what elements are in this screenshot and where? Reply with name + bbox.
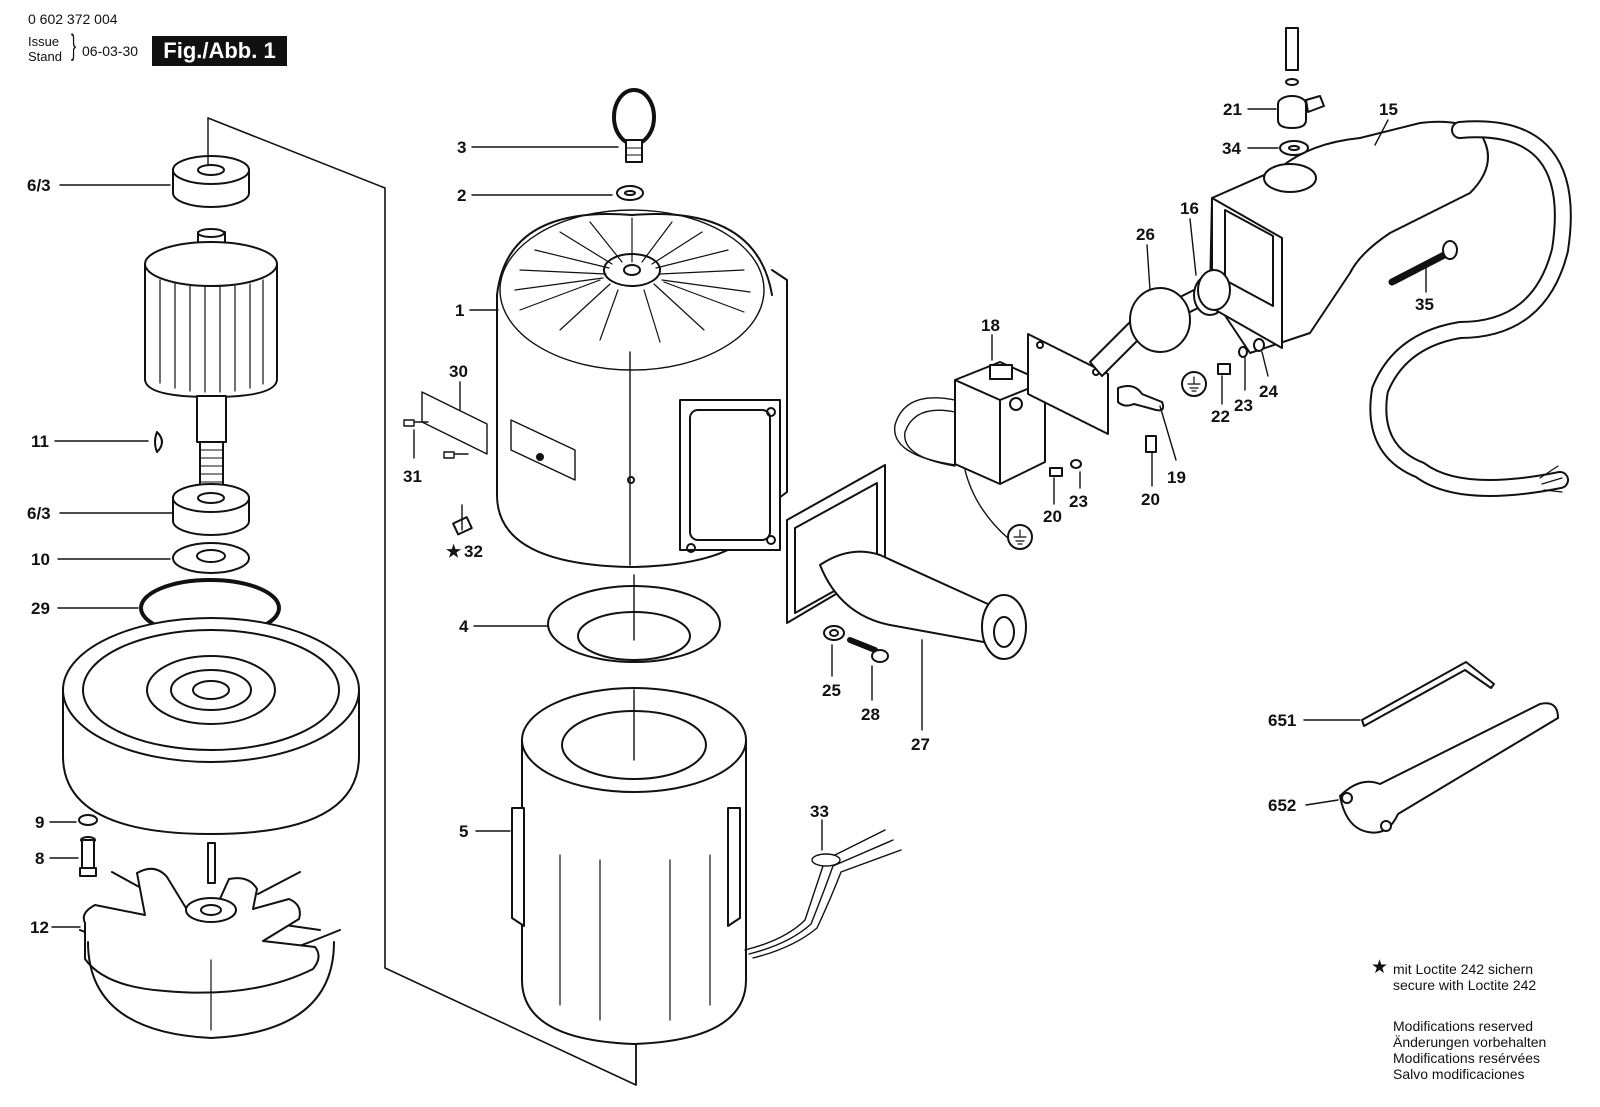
washer-10 — [172, 542, 250, 574]
callout-labels: 6/3 11 6/3 10 29 9 8 12 3 2 1 30 31 ★ 32… — [27, 100, 1434, 937]
washer-34 — [1279, 140, 1309, 156]
modifications-note-fr: Modifications resérvées — [1393, 1050, 1541, 1066]
document-number: 0 602 372 004 — [28, 11, 118, 27]
callout-29: 29 — [31, 599, 50, 618]
callout-25: 25 — [822, 681, 841, 700]
switch-18 — [894, 361, 1046, 541]
pin-spanner-652 — [1339, 702, 1559, 834]
modifications-note-es: Salvo modificaciones — [1393, 1066, 1525, 1082]
issue-label-en: Issue — [28, 34, 60, 49]
allen-key-651 — [1361, 661, 1495, 727]
callout-1: 1 — [455, 301, 464, 320]
motor-housing — [496, 209, 788, 568]
callout-11: 11 — [31, 432, 49, 451]
callout-16: 16 — [1180, 199, 1199, 218]
screw-28 — [847, 637, 889, 663]
screw-8 — [79, 836, 97, 877]
callout-24: 24 — [1259, 382, 1278, 401]
callout-20-a: 20 — [1043, 507, 1062, 526]
screw-22 — [1217, 363, 1231, 375]
cable-clamp-19 — [1117, 385, 1165, 412]
callout-651: 651 — [1268, 711, 1296, 730]
leads-33 — [744, 829, 902, 959]
callout-22: 22 — [1211, 407, 1230, 426]
loctite-note-en: secure with Loctite 242 — [1393, 977, 1537, 993]
brace-glyph: } — [71, 29, 77, 62]
washer-16 — [1197, 269, 1231, 311]
bearing-bottom — [172, 483, 250, 536]
rivets-31 — [403, 419, 469, 459]
callout-5: 5 — [459, 822, 468, 841]
figure-label: Fig./Abb. 1 — [152, 36, 287, 66]
callout-35: 35 — [1415, 295, 1434, 314]
callout-9: 9 — [35, 813, 44, 832]
star-symbol: ★ — [1371, 957, 1389, 978]
screw-20-a — [1049, 467, 1063, 477]
issue-label-de: Stand — [28, 49, 62, 64]
callout-21: 21 — [1223, 100, 1242, 119]
modifications-note-en: Modifications reserved — [1393, 1018, 1534, 1034]
callout-32: 32 — [464, 542, 483, 561]
callout-12: 12 — [30, 918, 49, 937]
issue-date: 06-03-30 — [82, 43, 139, 59]
callout-23-a: 23 — [1069, 492, 1088, 511]
washer-24 — [1253, 338, 1265, 352]
callout-30: 30 — [449, 362, 468, 381]
washer-25 — [823, 625, 845, 641]
screw-35 — [1388, 240, 1458, 286]
label-plate-30 — [421, 391, 488, 455]
washer-23-b — [1238, 346, 1248, 358]
armature — [144, 228, 278, 489]
main-handle-15 — [1209, 120, 1572, 497]
end-shield — [62, 617, 360, 835]
callout-28: 28 — [861, 705, 880, 724]
loctite-note-de: mit Loctite 242 sichern — [1393, 961, 1534, 977]
loctite-note: mit Loctite 242 sichern secure with Loct… — [1393, 961, 1536, 993]
knob-21 — [1277, 95, 1325, 129]
callout-26: 26 — [1136, 225, 1155, 244]
callout-34: 34 — [1222, 139, 1241, 158]
modifications-note: Modifications reserved Änderungen vorbeh… — [1393, 1018, 1546, 1082]
side-handle-27 — [786, 464, 1027, 660]
callout-18: 18 — [981, 316, 1000, 335]
callout-15: 15 — [1379, 100, 1398, 119]
modifications-note-de: Änderungen vorbehalten — [1393, 1034, 1547, 1050]
callout-3: 3 — [457, 138, 466, 157]
callout-4: 4 — [459, 617, 469, 636]
key — [154, 431, 163, 453]
callout-31: 31 — [403, 467, 422, 486]
eye-bolt-3 — [612, 88, 656, 163]
callout-19: 19 — [1167, 468, 1186, 487]
screw-top — [1285, 27, 1299, 86]
dust-cap-4 — [547, 574, 721, 663]
callout-652: 652 — [1268, 796, 1296, 815]
leader-lines — [49, 108, 1427, 928]
callout-6-3-top: 6/3 — [27, 176, 51, 195]
screw-20-b — [1145, 435, 1157, 453]
ground-symbol-2 — [1181, 371, 1207, 397]
washer-2 — [616, 185, 644, 201]
callout-6-3-bottom: 6/3 — [27, 504, 51, 523]
callout-20-b: 20 — [1141, 490, 1160, 509]
callout-2: 2 — [457, 186, 466, 205]
callout-32-star: ★ — [446, 542, 462, 561]
washer-23-a — [1070, 459, 1082, 469]
fan-12 — [79, 842, 341, 1039]
callout-10: 10 — [31, 550, 50, 569]
callout-23-b: 23 — [1234, 396, 1253, 415]
issue-label: Issue Stand — [28, 34, 62, 64]
callout-33: 33 — [810, 802, 829, 821]
callout-8: 8 — [35, 849, 44, 868]
stator-5 — [511, 687, 747, 1045]
ground-symbol-1 — [1007, 524, 1033, 550]
callout-27: 27 — [911, 735, 930, 754]
bearing-top — [172, 155, 250, 208]
washer-9 — [78, 814, 98, 826]
